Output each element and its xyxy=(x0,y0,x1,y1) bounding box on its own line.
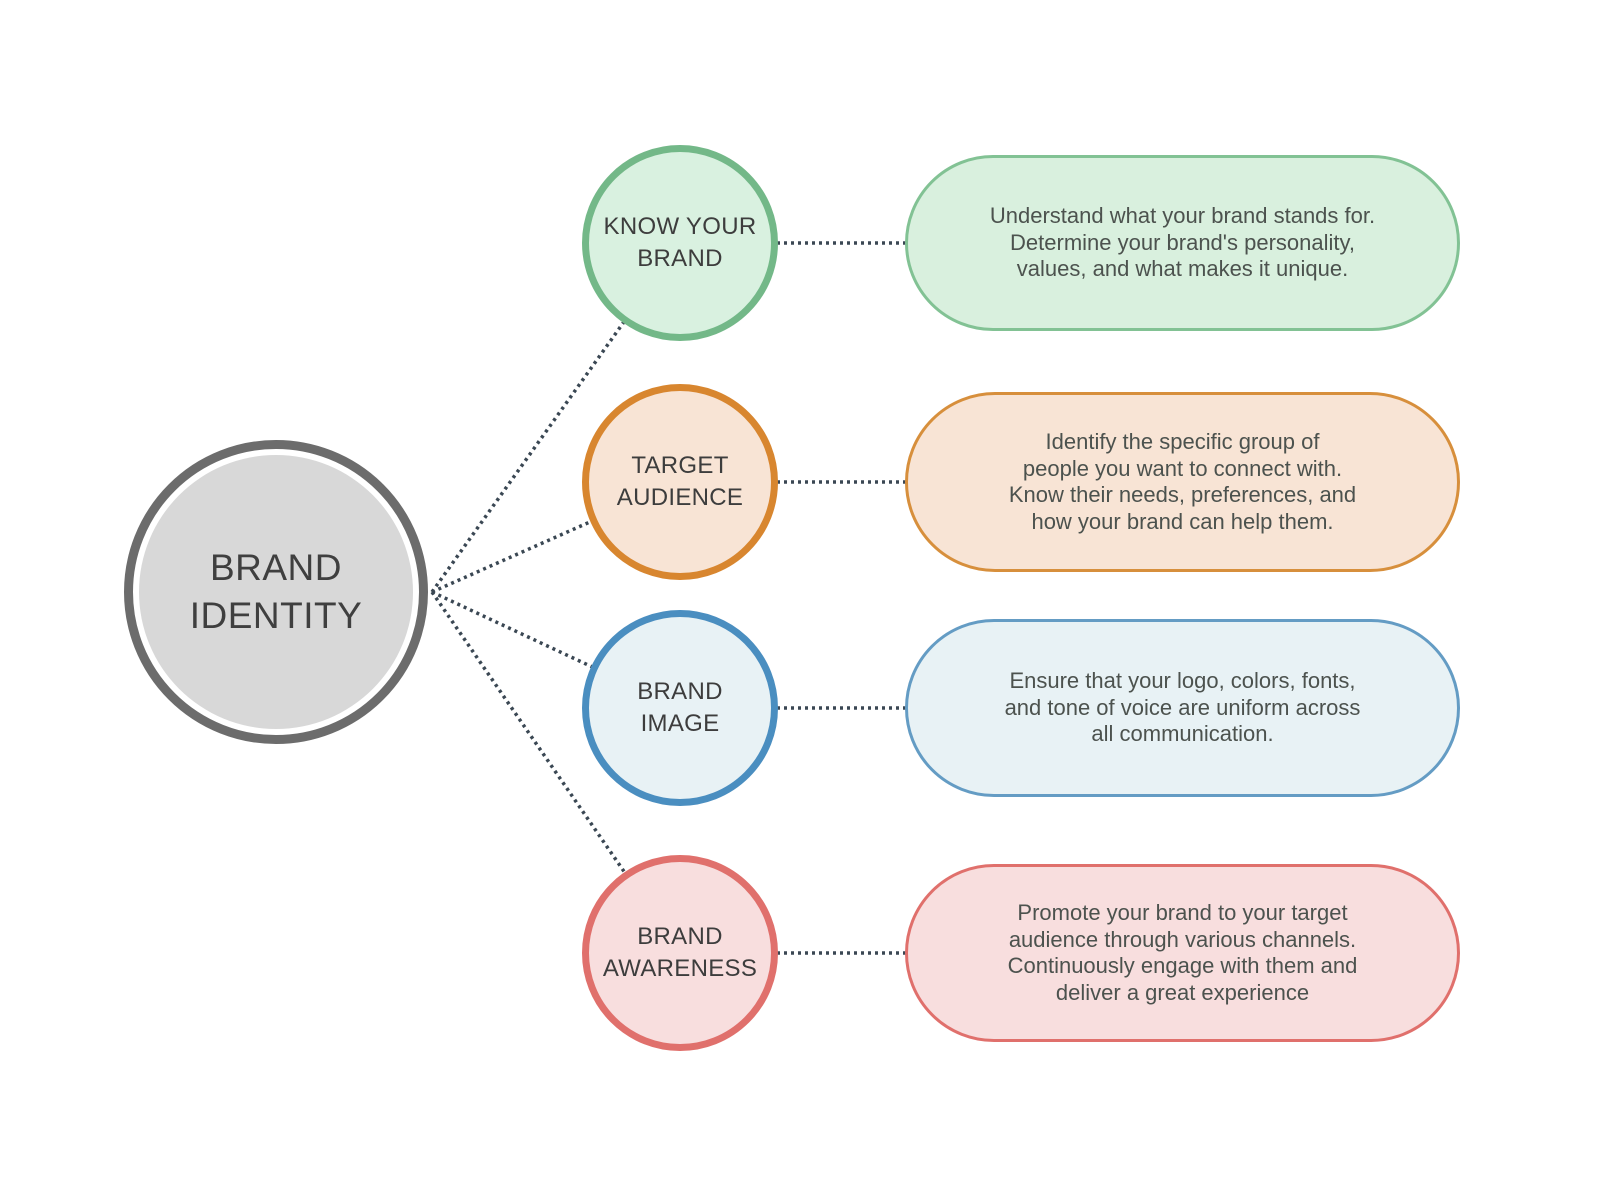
center-label-line: IDENTITY xyxy=(189,595,363,636)
description-line: Promote your brand to your target xyxy=(1017,900,1348,925)
description-line: Continuously engage with them and xyxy=(1007,953,1358,978)
branch-label-line: BRAND xyxy=(637,923,723,950)
branch-label-line: BRAND xyxy=(637,678,723,705)
description-line: how your brand can help them. xyxy=(1031,508,1334,534)
description-line: all communication. xyxy=(1091,721,1274,747)
branch-label-target-audience: TARGET AUDIENCE xyxy=(617,450,743,514)
branch-pill-brand-awareness: Promote your brand to your target audien… xyxy=(905,864,1460,1042)
description-line: audience through various channels. xyxy=(1008,926,1357,952)
branch-label-line: BRAND xyxy=(637,245,723,272)
branch-label-line: KNOW YOUR xyxy=(603,213,757,240)
branch-label-know-your-brand: KNOW YOUR BRAND xyxy=(604,211,757,275)
center-node-brand-identity: BRAND IDENTITY xyxy=(124,440,428,744)
description-line: and tone of voice are uniform across xyxy=(1004,694,1361,720)
description-line: Identify the specific group of xyxy=(1045,429,1320,454)
branch-description-target-audience: Identify the specific group of people yo… xyxy=(1009,429,1356,535)
branch-circle-brand-image: BRAND IMAGE xyxy=(582,610,778,806)
branch-circle-know-your-brand: KNOW YOUR BRAND xyxy=(582,145,778,341)
branch-label-brand-awareness: BRAND AWARENESS xyxy=(603,921,757,985)
branch-description-brand-awareness: Promote your brand to your target audien… xyxy=(1008,900,1358,1006)
branch-description-brand-image: Ensure that your logo, colors, fonts, an… xyxy=(1005,668,1361,748)
connector-center-to-know-your-brand xyxy=(430,241,682,594)
description-line: Determine your brand's personality, xyxy=(1010,229,1355,255)
branch-pill-know-your-brand: Understand what your brand stands for. D… xyxy=(905,155,1460,331)
description-line: values, and what makes it unique. xyxy=(1016,256,1349,282)
branch-pill-target-audience: Identify the specific group of people yo… xyxy=(905,392,1460,572)
center-node-label: BRAND IDENTITY xyxy=(190,544,363,640)
branch-circle-brand-awareness: BRAND AWARENESS xyxy=(582,855,778,1051)
branch-pill-brand-image: Ensure that your logo, colors, fonts, an… xyxy=(905,619,1460,797)
branch-label-brand-image: BRAND IMAGE xyxy=(637,676,723,740)
center-label-line: BRAND xyxy=(209,547,343,588)
branch-circle-target-audience: TARGET AUDIENCE xyxy=(582,384,778,580)
branch-label-line: AUDIENCE xyxy=(616,484,744,511)
description-line: Ensure that your logo, colors, fonts, xyxy=(1009,668,1356,694)
description-line: people you want to connect with. xyxy=(1022,455,1343,481)
branch-label-line: TARGET xyxy=(631,452,729,479)
branch-label-line: AWARENESS xyxy=(602,955,758,982)
description-line: Know their needs, preferences, and xyxy=(1008,482,1357,507)
branch-description-know-your-brand: Understand what your brand stands for. D… xyxy=(990,203,1375,283)
description-line: Understand what your brand stands for. xyxy=(989,203,1376,229)
branch-label-line: IMAGE xyxy=(640,710,720,737)
description-line: deliver a great experience xyxy=(1055,979,1310,1005)
